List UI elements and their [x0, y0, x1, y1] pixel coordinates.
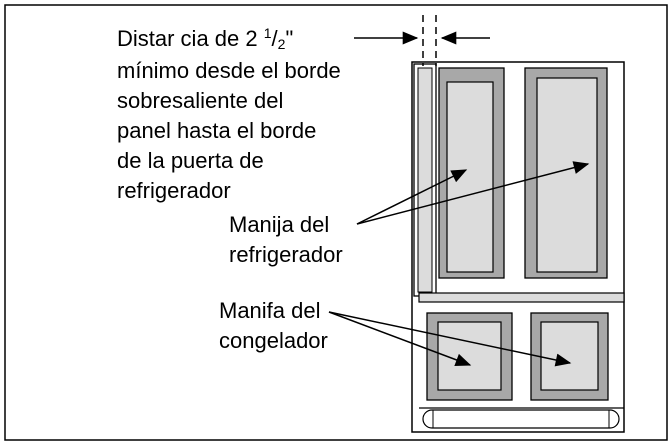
clearance-note-line5: de la puerta de [117, 148, 264, 173]
pointer-arrow-icon [356, 169, 468, 225]
door-divider [418, 292, 625, 303]
clearance-note-line3: sobresaliente del [117, 88, 283, 113]
fridge-label-line2: refrigerador [229, 242, 343, 267]
refrigerator-handle-label: Manija del refrigerador [229, 212, 343, 267]
clearance-note: Distar cia de 2 1/2" mínimo desde el bor… [117, 25, 341, 203]
fridge-label-line1: Manija del [229, 212, 329, 237]
pointer-arrow-icon [356, 161, 590, 225]
clearance-note-line4: panel hasta el borde [117, 118, 316, 143]
clearance-note-line6: refrigerador [117, 178, 231, 203]
right-fridge-door [524, 67, 608, 279]
side-panel-inner [417, 67, 433, 293]
freezer-handle-label: Manifa del congelador [219, 298, 328, 353]
svg-text:Distar cia de 2 1/2": Distar cia de 2 1/2" [117, 25, 293, 52]
base-grille [419, 407, 624, 429]
left-fridge-door [438, 67, 505, 279]
clearance-note-line2: mínimo desde el borde [117, 58, 341, 83]
pointer-arrow-icon [328, 311, 572, 367]
pointer-arrow-icon [328, 311, 472, 367]
freezer-label-line1: Manifa del [219, 298, 321, 323]
left-freezer-drawer [426, 312, 513, 401]
right-freezer-drawer [530, 312, 609, 401]
refrigerator [411, 61, 625, 433]
freezer-label-line2: congelador [219, 328, 328, 353]
frame-border [4, 4, 668, 441]
